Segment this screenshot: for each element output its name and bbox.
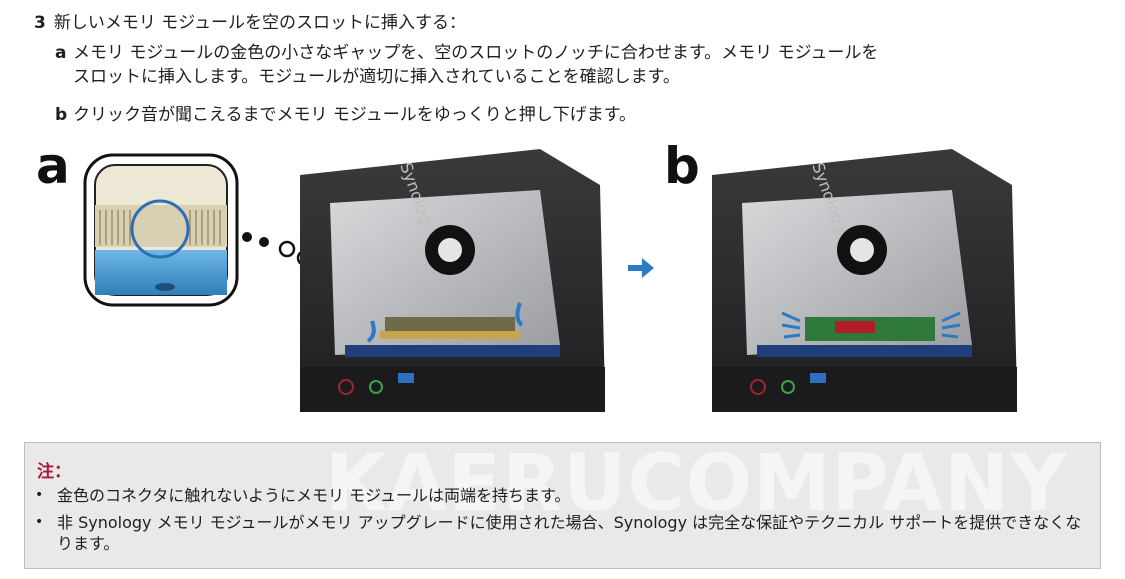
list-item: • 金色のコネクタに触れないようにメモリ モジュールは両端を持ちます。 [35,485,1085,506]
note-item-1: 金色のコネクタに触れないようにメモリ モジュールは両端を持ちます。 [57,486,571,505]
note-list: • 金色のコネクタに触れないようにメモリ モジュールは両端を持ちます。 • 非 … [35,485,1085,560]
arrow-right-icon [628,258,654,278]
bullet: • [35,487,44,503]
substep-a: a メモリ モジュールの金色の小さなギャップを、空のスロットのノッチに合わせます。… [55,41,1105,89]
zoom-inset [83,153,239,307]
substep-letter: b [55,105,68,125]
list-item: • 非 Synology メモリ モジュールがメモリ アップグレードに使用された… [35,512,1085,554]
figure-illustration: Synology Synology [83,149,1017,412]
step-3-heading: 3 新しいメモリ モジュールを空のスロットに挿入する： [34,8,466,33]
note-item-2: 非 Synology メモリ モジュールがメモリ アップグレードに使用された場合… [57,513,1082,553]
installation-figure: a b [0,137,1125,415]
substep-a-line1: メモリ モジュールの金色の小さなギャップを、空のスロットのノッチに合わせます。メ… [73,43,879,63]
step-number: 3 [34,13,46,33]
substep-a-line2: スロットに挿入します。モジュールが適切に挿入されていることを確認します。 [73,67,680,87]
nas-unit-b: Synology [712,149,1017,412]
panel-a-label: a [36,137,70,195]
panel-b-label: b [664,137,700,195]
substep-letter: a [55,43,67,63]
substep-b-line1: クリック音が聞こえるまでメモリ モジュールをゆっくりと押し下げます。 [73,105,637,125]
watermark: KAERUCOMPANY [325,439,1068,529]
note-title: 注： [37,462,71,482]
note-box: KAERUCOMPANY 注： • 金色のコネクタに触れないようにメモリ モジュ… [24,439,1101,569]
nas-unit-a: Synology [300,149,605,412]
step-text: 新しいメモリ モジュールを空のスロットに挿入する： [53,13,467,33]
bullet: • [35,514,44,530]
